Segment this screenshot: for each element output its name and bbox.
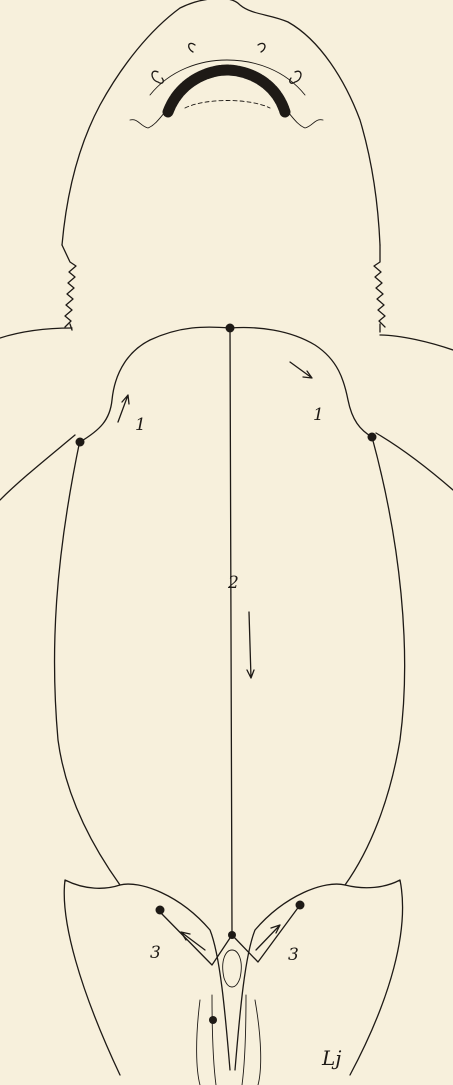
incision-1 xyxy=(80,327,372,442)
right-pectoral-fin xyxy=(380,335,453,350)
incision-point-lower-left xyxy=(156,906,165,915)
incision-point-top xyxy=(226,324,235,333)
lower-lip-fold-left xyxy=(130,112,165,128)
cloaca xyxy=(223,950,242,987)
incision-point-right xyxy=(368,433,377,442)
body-left-edge xyxy=(54,440,120,885)
head-outline xyxy=(62,0,380,245)
incision-point-cloaca xyxy=(209,1016,217,1024)
arrow-1-left xyxy=(118,395,129,422)
left-clasper xyxy=(197,995,216,1085)
body-right-outer xyxy=(376,433,453,490)
body-right-edge xyxy=(345,437,405,885)
chin-line xyxy=(185,101,270,109)
label-2: 2 xyxy=(227,573,239,593)
label-1-right: 1 xyxy=(313,405,324,425)
right-gill-slits xyxy=(374,245,385,332)
incision-point-lower-right xyxy=(296,901,305,910)
artist-signature: Lj xyxy=(321,1046,341,1070)
label-3-left: 3 xyxy=(150,943,161,963)
left-pelvic-fin xyxy=(64,880,230,1075)
arrow-1-right xyxy=(290,362,312,378)
label-1-left: 1 xyxy=(135,415,146,435)
body-left-outer xyxy=(0,435,75,500)
teeth-row xyxy=(168,70,285,112)
lower-lip-fold-right xyxy=(288,112,323,128)
left-pectoral-fin xyxy=(0,328,72,338)
incision-point-vent xyxy=(228,931,236,939)
label-3-right: 3 xyxy=(288,945,299,965)
arrow-3-left xyxy=(181,932,205,950)
incision-2 xyxy=(230,328,232,933)
left-gill-slits xyxy=(62,245,76,330)
incision-point-left xyxy=(76,438,85,447)
arrow-2 xyxy=(247,612,254,678)
right-clasper xyxy=(242,995,261,1085)
